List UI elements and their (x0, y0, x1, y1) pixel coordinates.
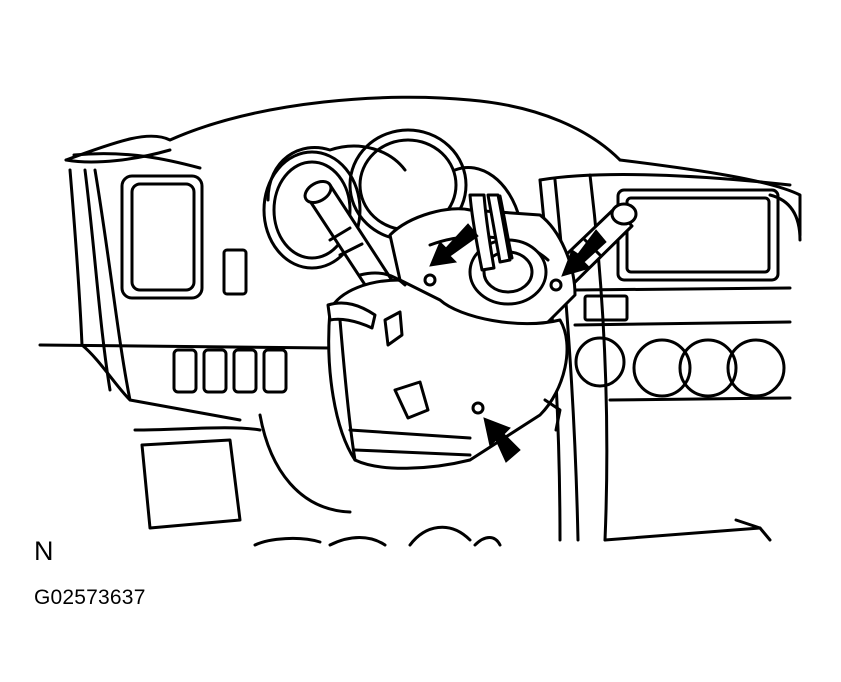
arrow-icon (429, 223, 479, 267)
arrow-icon (483, 417, 521, 463)
view-label: N (34, 536, 54, 566)
left-dash-panels (120, 174, 502, 547)
arrow-icon (561, 229, 607, 277)
column-lower-cover (326, 271, 569, 470)
pointer-arrows (429, 223, 607, 463)
dashboard-outline (38, 95, 802, 542)
figure-id: G02573637 (34, 586, 146, 609)
